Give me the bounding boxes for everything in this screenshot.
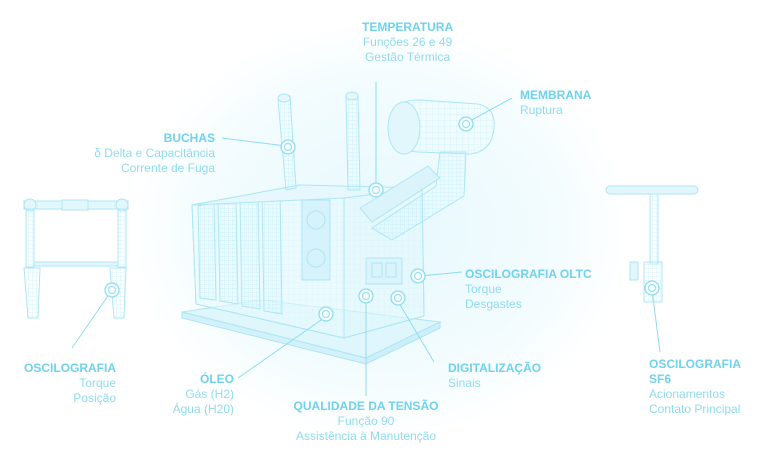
callout-title: OSCILOGRAFIA [24,361,116,375]
cooling-fan-block [301,199,331,281]
callout-line: Gás (H2) [185,387,234,401]
callout-line: Acionamentos [649,387,726,401]
callout-temperatura: TEMPERATURA Funções 26 e 49 Gestão Térmi… [362,20,453,65]
callout-title: DIGITALIZAÇÃO [448,361,542,375]
sensor-icon [368,182,384,198]
callout-oscilografia-left: OSCILOGRAFIA Torque Posição [24,361,116,406]
callout-line: Funções 26 e 49 [362,35,453,49]
callout-line: Função 90 [337,414,395,428]
sensor-icon [458,116,474,132]
callout-oleo: ÓLEO Gás (H2) Água (H20) [173,372,234,417]
callout-title: ÓLEO [199,372,234,386]
callout-line: Corrente de Fuga [120,161,215,175]
callout-line: Gestão Térmica [364,50,451,64]
callout-line: Torque [79,376,116,390]
callout-qualidade-tensao: QUALIDADE DA TENSÃO Função 90 Assistênci… [284,399,448,444]
callout-line: Água (H20) [172,402,234,416]
sensor-icon [318,306,334,322]
callout-line: δ Delta e Capacitância [94,146,215,160]
leader-lines [71,82,661,396]
callout-line: Posição [73,391,116,405]
radiator-fins [197,190,283,315]
sf6-breaker [605,185,699,303]
left-disconnector-switch [23,198,129,319]
callout-line: Contato Principal [649,402,741,416]
callout-line: Torque [465,282,502,296]
sensor-icon [358,288,374,304]
sensor-icon [104,282,120,298]
callout-oscilografia-oltc: OSCILOGRAFIA OLTC Torque Desgastes [465,267,592,312]
sensor-icon [390,290,406,306]
callout-oscilografia-sf6: OSCILOGRAFIA SF6 Acionamentos Contato Pr… [649,357,741,417]
callout-title: OSCILOGRAFIA [649,357,741,371]
callout-line: Ruptura [520,103,563,117]
sensor-icon [644,280,660,296]
callout-line: Assistência à Manutenção [295,429,437,443]
callout-title: BUCHAS [163,131,215,145]
callout-digitalizacao: DIGITALIZAÇÃO Sinais [448,361,541,391]
conservator [359,99,495,241]
callout-title: SF6 [649,372,672,386]
callout-title: TEMPERATURA [362,20,454,34]
callout-title: OSCILOGRAFIA OLTC [465,267,592,281]
power-transformer [181,91,495,365]
callout-title: MEMBRANA [520,88,592,102]
callout-line: Sinais [448,376,481,390]
sensor-icon [410,268,426,284]
callout-line: Desgastes [465,297,522,311]
callout-buchas: BUCHAS δ Delta e Capacitância Corrente d… [94,131,215,176]
sensor-icon [280,139,296,155]
oltc-cabinet [365,257,403,285]
callout-membrana: MEMBRANA Ruptura [520,88,591,118]
callout-title: QUALIDADE DA TENSÃO [293,399,439,413]
sensor-markers [104,116,660,322]
